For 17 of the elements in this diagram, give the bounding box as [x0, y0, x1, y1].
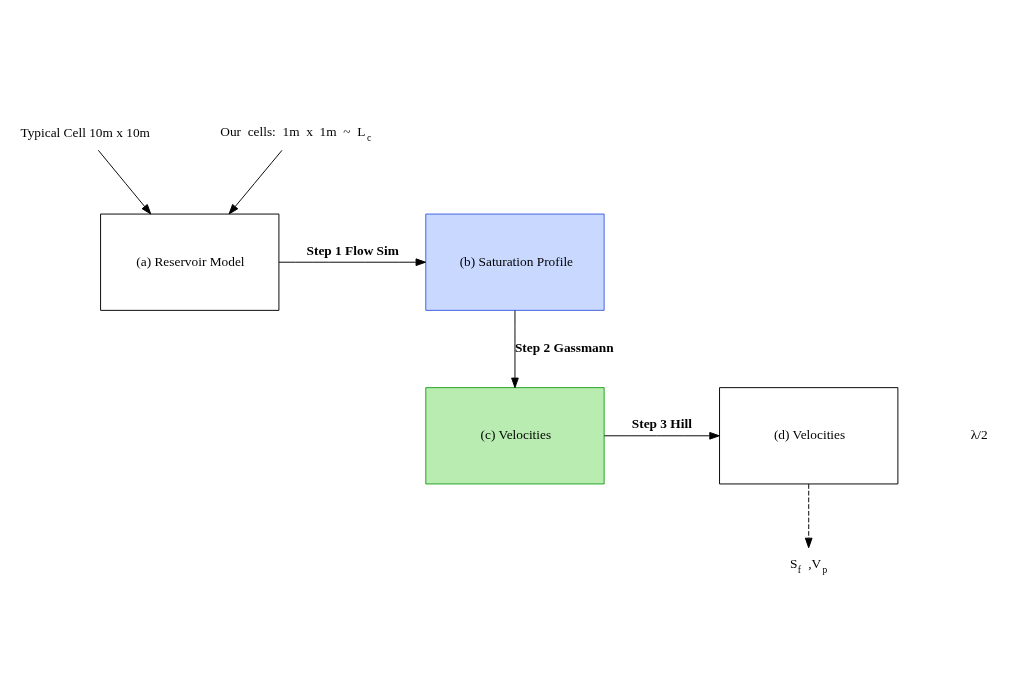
arrow [511, 310, 519, 389]
edge-label: Step 1 Flow Sim [306, 242, 399, 258]
node-box: (a) Reservoir Model [100, 213, 280, 311]
edge-label: Step 2 Gassmann [514, 339, 614, 355]
edge-label: Step 3 Hill [631, 416, 692, 432]
node-text: Our cells: 1m x 1m ~ L$_{c}$ [220, 123, 372, 143]
arrow [97, 149, 152, 215]
label: λ/2 [970, 427, 988, 443]
node-text: S$_{f}$ ,V$_{p}$ [790, 555, 828, 575]
node-box: (c) Velocities [425, 387, 605, 485]
node-box: (d) Velocities [719, 387, 899, 485]
arrow [278, 258, 427, 267]
node-box: (b) Saturation Profile [425, 213, 605, 311]
arrow [804, 483, 813, 549]
node-text: Typical Cell 10m x 10m [20, 124, 150, 140]
arrow [603, 431, 720, 440]
arrow [228, 149, 283, 215]
